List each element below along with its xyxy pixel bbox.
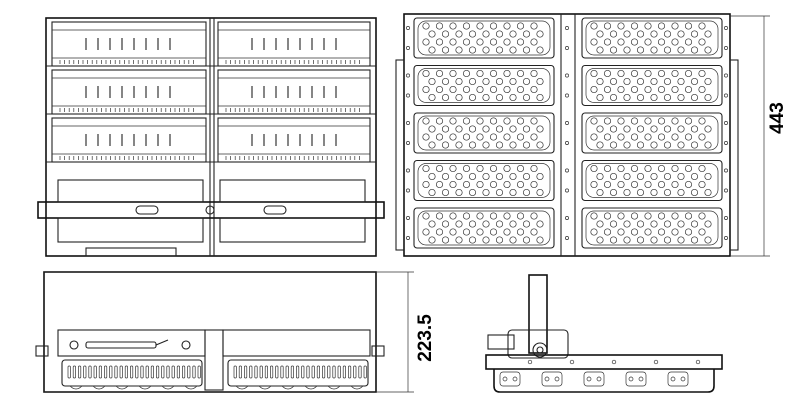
led-module <box>581 159 723 202</box>
front-view <box>395 13 739 257</box>
back-view <box>37 17 385 257</box>
side-view <box>35 271 385 393</box>
back-panel <box>51 117 207 163</box>
led-module <box>413 207 555 249</box>
back-panel <box>217 117 371 163</box>
depth-label: 223.5 <box>415 314 436 362</box>
led-module <box>581 207 723 249</box>
back-panel <box>51 21 207 67</box>
led-module <box>581 112 723 154</box>
depth-dimension: 223.5 <box>376 271 436 393</box>
profile-view <box>485 274 723 393</box>
back-panel <box>217 21 371 67</box>
led-module <box>581 17 723 59</box>
led-module <box>413 17 555 59</box>
led-module <box>413 64 555 107</box>
back-panel <box>51 69 207 115</box>
led-module <box>413 159 555 202</box>
height-dimension: 443 <box>730 15 788 257</box>
led-module <box>581 64 723 107</box>
height-label: 443 <box>767 102 788 134</box>
back-panel <box>217 69 371 115</box>
led-module <box>413 112 555 154</box>
